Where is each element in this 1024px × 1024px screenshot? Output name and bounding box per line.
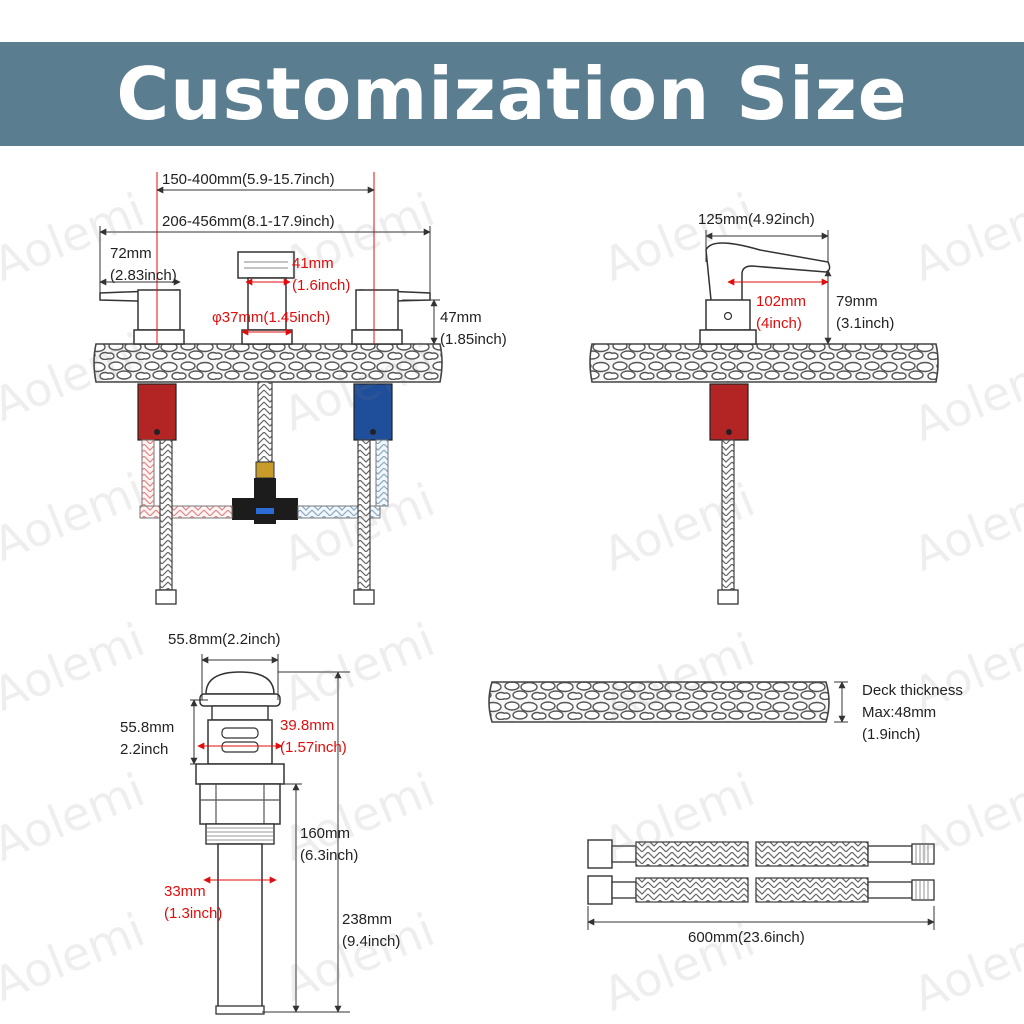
right-handle-body	[355, 289, 399, 331]
spout-width-label: 41mm	[292, 255, 334, 272]
drain-inner-width-label: 39.8mm	[280, 717, 335, 734]
handle-width-label: 72mm	[110, 245, 152, 262]
hose-length-label: 600mm(23.6inch)	[688, 929, 805, 946]
hose-lower	[635, 877, 749, 903]
faucet-front-view	[93, 172, 443, 605]
overall-width-label: 206-456mm(8.1-17.9inch)	[162, 213, 335, 230]
drain-nut	[199, 783, 281, 825]
supply-hoses	[587, 839, 935, 930]
handle-height-inch-label: (1.85inch)	[440, 331, 507, 348]
tail-length-label: 160mm	[300, 825, 351, 842]
total-height-label: 238mm	[342, 911, 393, 928]
drain-body-height-label: 55.8mm	[120, 719, 175, 736]
reach-label: 125mm(4.92inch)	[698, 211, 815, 228]
title-banner	[0, 42, 1024, 146]
spout-top	[237, 251, 295, 279]
handle-width-inch-label: (2.83inch)	[110, 267, 177, 284]
tail-diameter-inch-label: (1.3inch)	[164, 905, 223, 922]
drain-cap	[205, 671, 275, 695]
drain-assembly	[190, 654, 350, 1015]
spout-reach-inch-label: (4inch)	[756, 315, 802, 332]
side-height-label: 79mm	[836, 293, 878, 310]
side-height-inch-label: (3.1inch)	[836, 315, 895, 332]
deck-thickness-title: Deck thickness	[862, 682, 963, 699]
deck-slab-front	[93, 343, 443, 383]
page-title: Customization Size	[116, 52, 908, 136]
left-handle-base	[133, 329, 185, 345]
tail-diameter-label: 33mm	[164, 883, 206, 900]
drain-body-height-inch-label: 2.2inch	[120, 741, 169, 758]
faucet-side-view	[589, 230, 939, 605]
total-height-inch-label: (9.4inch)	[342, 933, 401, 950]
deck-slab-thickness	[488, 681, 830, 723]
spout-reach-label: 102mm	[756, 293, 807, 310]
tail-length-inch-label: (6.3inch)	[300, 847, 359, 864]
deck-slab-side	[589, 343, 939, 383]
base-diameter-label: φ37mm(1.45inch)	[212, 309, 331, 326]
handle-height-label: 47mm	[440, 309, 482, 326]
deck-thickness-max: Max:48mm	[862, 704, 937, 721]
left-handle-body	[137, 289, 181, 331]
right-handle-base	[351, 329, 403, 345]
drain-inner-width-inch-label: (1.57inch)	[280, 739, 347, 756]
spout-width-inch-label: (1.6inch)	[292, 277, 351, 294]
deck-thickness-view	[488, 681, 848, 723]
deck-thickness-inch: (1.9inch)	[862, 726, 921, 743]
drain-cap-width-label: 55.8mm(2.2inch)	[168, 631, 281, 648]
center-spread-label: 150-400mm(5.9-15.7inch)	[162, 171, 335, 188]
hose-upper	[635, 841, 749, 867]
drain-tailpiece	[217, 843, 263, 1013]
